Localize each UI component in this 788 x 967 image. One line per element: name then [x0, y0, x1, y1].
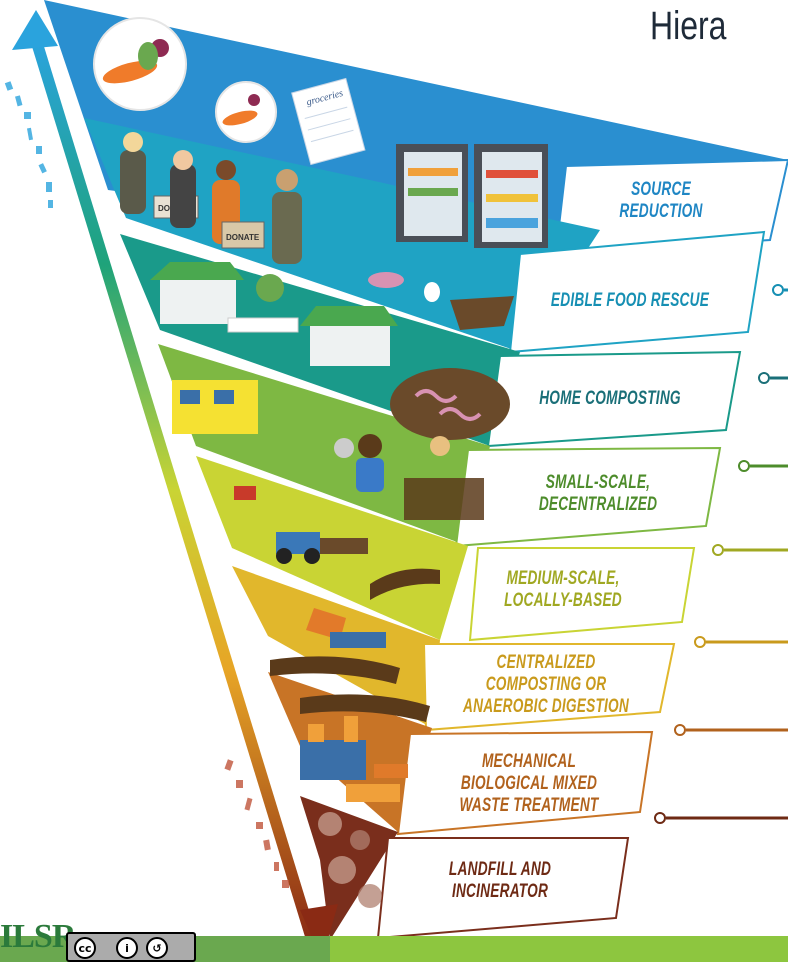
most-preferred-scribble [4, 81, 53, 208]
dump-truck-windrows [270, 608, 430, 722]
ilsr-logo: ILSR [0, 918, 76, 955]
small-plate [215, 81, 277, 143]
tier-tab-medium-scale [468, 547, 696, 642]
tier-band-edible-food-rescue [84, 118, 600, 352]
community-garden [172, 380, 484, 520]
connector-dot-small-scale [738, 460, 750, 472]
tier-label-landfill: LANDFILL AND INCINERATOR [448, 859, 552, 902]
footer-bar-highlight [330, 936, 788, 962]
arrow-head-down [300, 904, 338, 960]
connector-dot-landfill [654, 812, 666, 824]
connector-dot-medium-scale [712, 544, 724, 556]
illustrations: groceries DONATE [93, 17, 548, 908]
connector-dot-mechanical-biological [674, 724, 686, 736]
tier-label-centralized: CENTRALIZED COMPOSTING OR ANAEROBIC DIGE… [462, 652, 629, 717]
page-title: Hiera [650, 4, 727, 48]
landfill-debris [318, 812, 382, 908]
creative-commons-badge: cc i ↺ [66, 932, 196, 962]
connector-dot-edible-food-rescue [772, 284, 784, 296]
donate-label-2: DONATE [226, 233, 260, 242]
plate-of-vegetables [93, 17, 187, 111]
donation-volunteers: DONATE DONATE [120, 132, 302, 264]
connector-dot-centralized [694, 636, 706, 648]
attribution-icon: i [116, 937, 138, 959]
houses-and-gardens [150, 262, 514, 366]
compost-bin-soil [390, 368, 510, 440]
open-refrigerator [396, 144, 548, 248]
tier-label-source-reduction: SOURCE REDUCTION [619, 179, 703, 222]
grocery-list: groceries [291, 77, 366, 166]
tier-label-small-scale: SMALL-SCALE, DECENTRALIZED [538, 472, 658, 515]
tier-tab-centralized [422, 643, 676, 732]
tier-tab-landfill [376, 837, 630, 940]
arrow-head-up [12, 10, 58, 50]
treatment-facility [300, 716, 408, 802]
arrow-shaft [30, 40, 318, 940]
least-preferred-scribble [224, 759, 289, 888]
tier-label-medium-scale: MEDIUM-SCALE, LOCALLY-BASED [504, 568, 622, 611]
farm-tractor [234, 486, 440, 600]
connector-dot-home-composting [758, 372, 770, 384]
tier-tab-edible-food-rescue [508, 230, 766, 354]
tier-label-mechanical-biological: MECHANICAL BIOLOGICAL MIXED WASTE TREATM… [459, 751, 599, 816]
share-alike-icon: ↺ [146, 937, 168, 959]
tier-label-edible-food-rescue: EDIBLE FOOD RESCUE [550, 290, 710, 311]
priority-arrow [4, 10, 338, 960]
cc-icon: cc [74, 937, 96, 959]
tier-tab-mechanical-biological [396, 730, 654, 836]
tier-label-home-composting: HOME COMPOSTING [539, 388, 681, 409]
